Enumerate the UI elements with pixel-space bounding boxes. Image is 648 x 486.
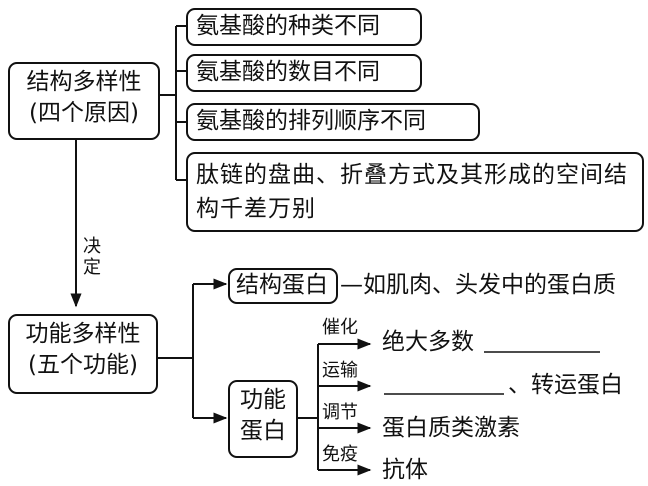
structure-diversity-subtitle: (四个原因): [29, 100, 139, 126]
role-regulation-example: 蛋白质类激素: [382, 415, 520, 441]
decides-label: 决定: [83, 236, 101, 278]
role-regulation-label: 调节: [322, 402, 358, 423]
structural-protein-example: —如肌肉、头发中的蛋白质: [340, 272, 616, 298]
structure-diversity-title: 结构多样性: [26, 69, 142, 95]
functional-protein-label-line1: 功能: [240, 387, 286, 413]
role-transport-label: 运输: [322, 360, 358, 381]
structure-diversity-box: 结构多样性 (四个原因): [8, 62, 160, 140]
functional-protein-box: 功能 蛋白: [228, 380, 298, 458]
role-transport-example: 、转运蛋白: [508, 372, 623, 398]
role-catalysis-label: 催化: [322, 317, 358, 338]
role-immunity-label: 免疫: [322, 444, 358, 465]
function-diversity-box: 功能多样性 (五个功能): [8, 314, 158, 394]
reason-text: 氨基酸的种类不同: [196, 13, 380, 39]
functional-protein-label-line2: 蛋白: [240, 418, 286, 444]
reason-box-amino-acid-number: 氨基酸的数目不同: [186, 54, 422, 92]
role-catalysis-example: 绝大多数: [382, 329, 474, 355]
reason-text: 氨基酸的排列顺序不同: [196, 108, 426, 134]
function-diversity-subtitle: (五个功能): [28, 352, 138, 378]
reason-box-amino-acid-sequence: 氨基酸的排列顺序不同: [186, 103, 480, 141]
reason-text: 肽链的盘曲、折叠方式及其形成的空间结构千差万别: [196, 162, 628, 222]
function-diversity-title: 功能多样性: [25, 321, 141, 347]
structural-protein-label: 结构蛋白: [236, 272, 328, 298]
role-immunity-example: 抗体: [382, 457, 428, 483]
reason-box-amino-acid-type: 氨基酸的种类不同: [186, 8, 422, 46]
structural-protein-box: 结构蛋白: [228, 268, 338, 304]
reason-text: 氨基酸的数目不同: [196, 59, 380, 85]
reason-box-spatial-structure: 肽链的盘曲、折叠方式及其形成的空间结构千差万别: [186, 152, 644, 232]
